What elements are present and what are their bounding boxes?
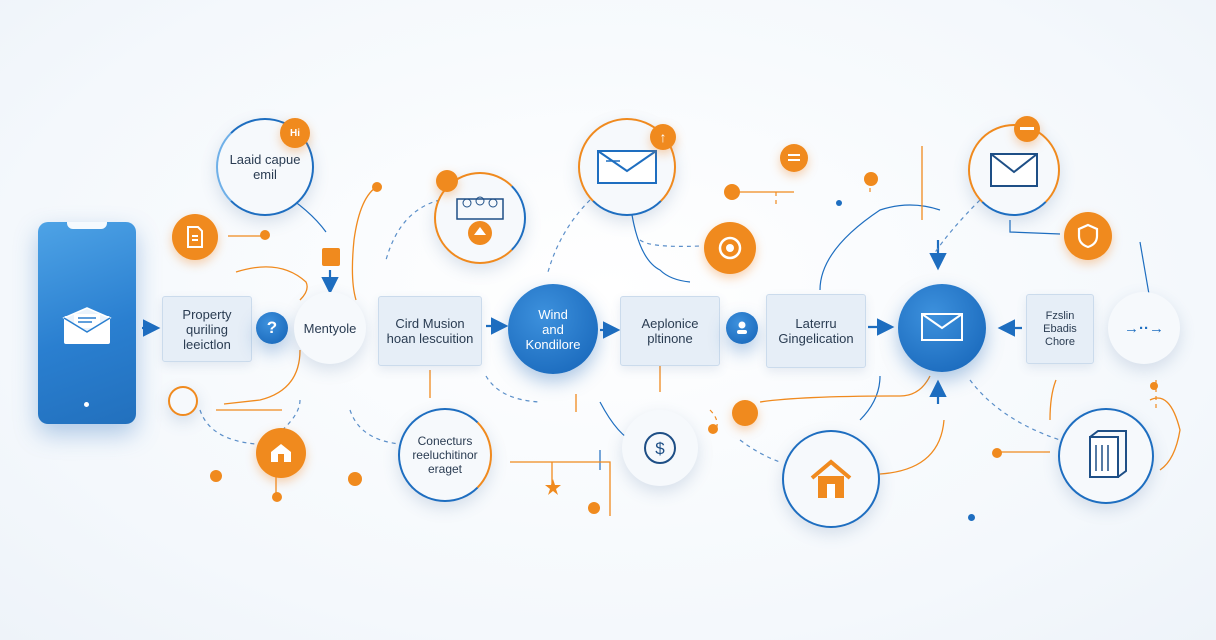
target-icon [704, 222, 756, 274]
menu-icon [780, 144, 808, 172]
mentyole-node: Mentyole [294, 292, 366, 364]
node-dot [836, 200, 842, 206]
mobile-phone [38, 222, 136, 424]
aepioinice-box: Aeplonice pltinone [620, 296, 720, 366]
person-icon [726, 312, 758, 344]
chart-icon [168, 386, 198, 416]
mail-node-right [968, 124, 1060, 216]
pin-icon [732, 400, 758, 426]
star-icon [545, 479, 561, 495]
node-dot [348, 472, 362, 486]
envelope-icon [597, 150, 657, 184]
hi-badge: Hi [280, 118, 310, 148]
upload-icon: ↑ [650, 124, 676, 150]
node-dot [1150, 382, 1158, 390]
property-label: Property quriling leeictlon [182, 306, 232, 352]
lead-capture-label: Laaid capue emil [229, 152, 301, 182]
wind-label: Wind and Kondilore [525, 306, 581, 352]
node-dot [260, 230, 270, 240]
envelope-icon [62, 307, 112, 344]
shield-icon [1064, 212, 1112, 260]
fesin-label: Fzslin Ebadis Chore [1043, 309, 1077, 348]
dollar-icon: $ [644, 432, 676, 464]
question-icon: ? [256, 312, 288, 344]
node-dot [968, 514, 975, 521]
dollar-node: $ [622, 410, 698, 486]
property-box: Property quriling leeictlon [162, 296, 252, 362]
conectures-label: Conecturs reeluchitinor eraget [412, 434, 478, 476]
envelope-icon [990, 153, 1038, 187]
node-dot [708, 424, 718, 434]
lead-capture-node: Laaid capue emil [216, 118, 314, 216]
aepioinice-label: Aeplonice pltinone [641, 316, 699, 346]
question-label: ? [266, 318, 278, 337]
screen-node [898, 284, 986, 372]
home-icon [810, 459, 852, 498]
node-dot [588, 502, 600, 514]
node-dot [864, 172, 878, 186]
document-icon [172, 214, 218, 260]
node-dot [992, 448, 1002, 458]
forward-label: →··→ [1124, 319, 1164, 337]
minus-icon [1014, 116, 1040, 142]
refresh-icon [436, 170, 458, 192]
tag-icon [322, 248, 340, 266]
card-mission-box: Cird Musion hoan lescuition [378, 296, 482, 366]
phone-home-dot [84, 402, 89, 407]
node-dot [272, 492, 282, 502]
laterru-label: Laterru Gingelication [778, 316, 854, 346]
home-icon [256, 428, 306, 478]
mentyole-label: Mentyole [303, 320, 357, 336]
node-dot [724, 184, 740, 200]
svg-text:$: $ [655, 439, 665, 458]
node-dot [210, 470, 222, 482]
forward-node: →··→ [1108, 292, 1180, 364]
hi-badge-label: Hi [290, 127, 300, 139]
conectures-node: Conecturs reeluchitinor eraget [398, 408, 492, 502]
laterru-box: Laterru Gingelication [766, 294, 866, 368]
fesin-box: Fzslin Ebadis Chore [1026, 294, 1094, 364]
presentation-icon [456, 196, 504, 245]
envelope-icon [921, 313, 963, 341]
home-node [782, 430, 880, 528]
node-dot [372, 182, 382, 192]
phone-notch [67, 222, 107, 229]
server-node [1058, 408, 1154, 504]
server-icon [1089, 430, 1127, 478]
wind-node: Wind and Kondilore [508, 284, 598, 374]
card-mission-label: Cird Musion hoan lescuition [386, 316, 474, 346]
